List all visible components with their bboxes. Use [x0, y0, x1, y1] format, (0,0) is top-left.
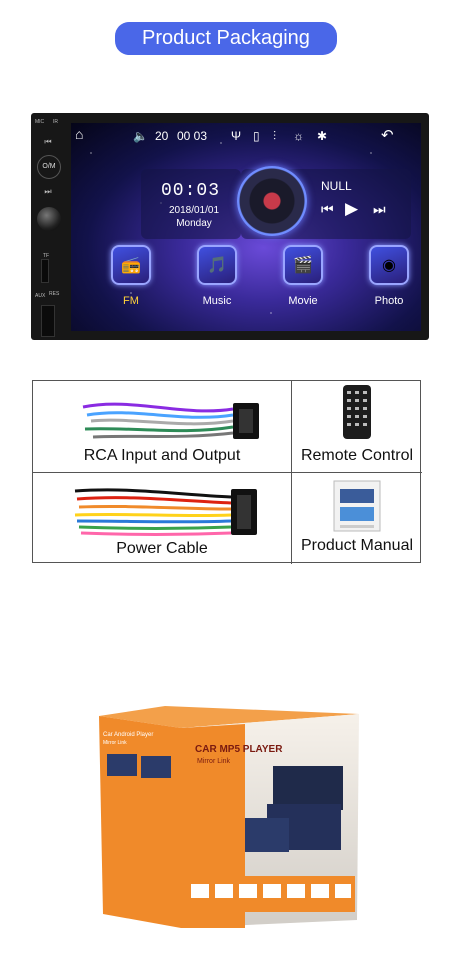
volume-level: 20: [155, 129, 169, 143]
reset-label: RES: [49, 291, 60, 297]
usb-slot: [41, 305, 55, 337]
app-label-movie: Movie: [288, 295, 318, 307]
app-label-photo: Photo: [374, 295, 404, 307]
box-side-title: Car Android Player: [103, 732, 154, 738]
next-button[interactable]: ⏭: [44, 187, 52, 196]
usb-icon: Ψ: [231, 129, 242, 143]
accessory-label-power: Power Cable: [116, 540, 208, 557]
unit-control-panel: MIC IR ⏮ O/M ⏭ TF AUX RES: [31, 113, 69, 340]
mic-label: MIC: [35, 119, 45, 125]
radio-icon: 📻: [111, 245, 151, 285]
app-music[interactable]: 🎵 Music: [187, 245, 247, 307]
accessory-label-remote: Remote Control: [300, 447, 414, 464]
table-divider-horizontal: [33, 472, 422, 473]
accessory-label-manual: Product Manual: [300, 537, 414, 554]
movie-icon: 🎬: [283, 245, 323, 285]
accessory-rca: RCA Input and Output: [33, 381, 291, 472]
accessory-label-rca: RCA Input and Output: [83, 447, 241, 464]
clock-time: 00:03: [161, 181, 221, 201]
power-button[interactable]: O/M: [37, 155, 61, 179]
bluetooth-icon[interactable]: ✱: [317, 129, 328, 143]
track-name: NULL: [321, 179, 352, 193]
box-side-subtitle: Mirror Link: [103, 740, 127, 746]
rca-harness-image: [82, 402, 259, 439]
app-photo[interactable]: ◉ Photo: [359, 245, 419, 307]
brightness-icon[interactable]: ☼: [293, 129, 304, 143]
power-cable-image: [74, 488, 257, 536]
music-icon: 🎵: [197, 245, 237, 285]
app-label-fm: FM: [123, 295, 139, 307]
prev-button[interactable]: ⏮: [44, 137, 52, 146]
car-head-unit: MIC IR ⏮ O/M ⏭ TF AUX RES ⌂ 🔈 20 00 03 Ψ…: [31, 113, 429, 340]
status-bar: ⌂ 🔈 20 00 03 Ψ ▯ ⫶ ☼ ✱ ↶: [71, 123, 421, 149]
status-time: 00 03: [177, 129, 208, 143]
back-icon[interactable]: ↶: [381, 127, 394, 144]
clock-day: Monday: [176, 218, 212, 229]
box-front-title: CAR MP5 PLAYER: [195, 744, 283, 755]
app-label-music: Music: [202, 295, 232, 307]
rewind-icon[interactable]: ⏮: [321, 201, 334, 217]
clock-date: 2018/01/01: [168, 205, 220, 216]
app-fm[interactable]: 📻 FM: [101, 245, 161, 307]
unit-screen: ⌂ 🔈 20 00 03 Ψ ▯ ⫶ ☼ ✱ ↶ 00:03 2018/01/0…: [71, 123, 421, 331]
accessory-remote: Remote Control: [292, 381, 422, 472]
volume-icon[interactable]: 🔈: [133, 129, 148, 143]
home-icon[interactable]: ⌂: [75, 126, 84, 142]
aux-label: AUX: [35, 293, 46, 299]
accessories-table: RCA Input and Output Remote Control: [32, 380, 422, 564]
play-icon[interactable]: ▶: [345, 199, 359, 218]
remote-control-image: [343, 385, 371, 439]
ir-label: IR: [53, 119, 58, 125]
accessory-power: Power Cable: [33, 473, 291, 564]
clock-widget: 00:03 2018/01/01 Monday: [141, 169, 241, 239]
accessory-manual: Product Manual: [292, 473, 422, 564]
product-manual-image: [333, 480, 381, 532]
app-movie[interactable]: 🎬 Movie: [273, 245, 333, 307]
volume-knob[interactable]: [37, 207, 61, 231]
music-widget[interactable]: NULL ⏮ ▶ ⏭: [237, 166, 411, 239]
photo-icon: ◉: [369, 245, 409, 285]
tf-slot: [41, 259, 49, 283]
fast-forward-icon[interactable]: ⏭: [373, 201, 386, 217]
sd-card-icon: ▯: [253, 129, 260, 143]
equalizer-icon[interactable]: ⫶: [273, 129, 277, 143]
product-packaging-banner: Product Packaging: [115, 22, 337, 55]
vinyl-disc-icon: [237, 166, 307, 236]
tf-label: TF: [43, 253, 50, 259]
product-box-image: CAR MP5 PLAYER Mirror Link Car Android P…: [95, 706, 361, 936]
box-front-subtitle: Mirror Link: [197, 758, 231, 765]
